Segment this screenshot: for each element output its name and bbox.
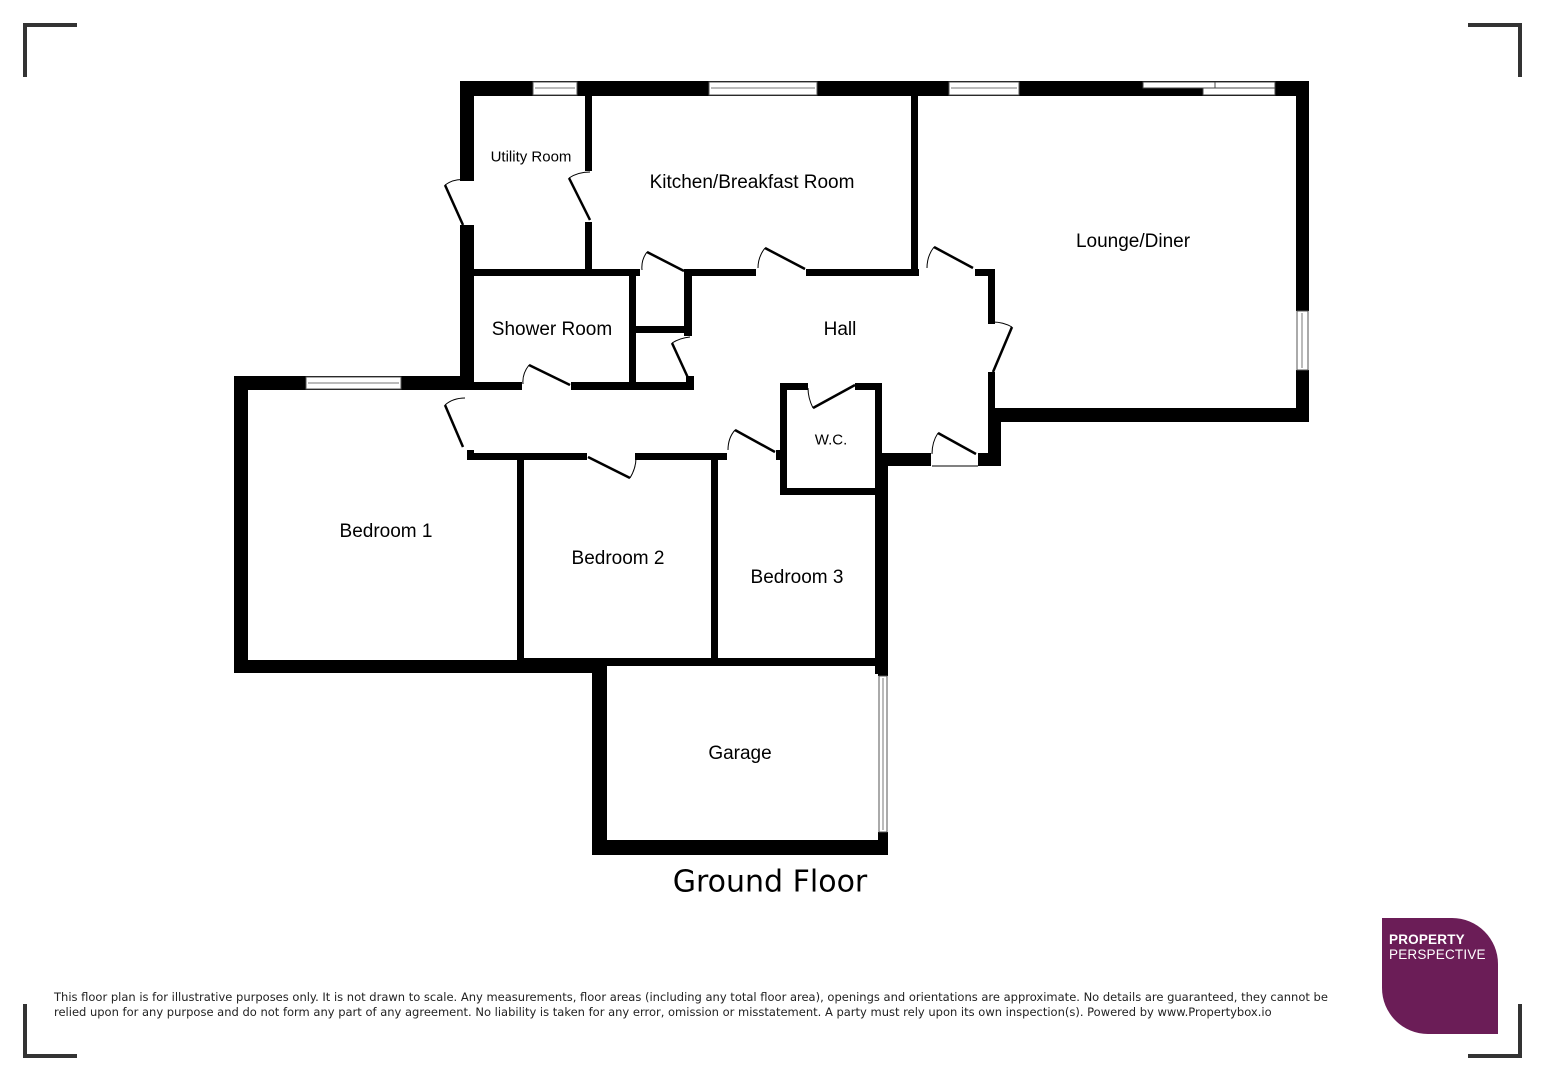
room-label-garage: Garage [708,743,772,764]
floor-title: Ground Floor [672,864,868,900]
room-label-lounge-diner: Lounge/Diner [1075,231,1191,252]
frame-corner-bottom-right [1468,1004,1522,1058]
room-label-kitchen-breakfast-room: Kitchen/Breakfast Room [649,172,855,193]
disclaimer-text: This floor plan is for illustrative purp… [54,990,1328,1019]
room-label-utility-room: Utility Room [490,148,572,166]
logo-line-2: PERSPECTIVE [1389,947,1486,962]
room-label-bedroom-2: Bedroom 2 [571,548,665,569]
room-label-shower-room: Shower Room [491,319,613,340]
room-label-bedroom-1: Bedroom 1 [339,521,433,542]
frame-corner-bottom-left [23,1004,77,1058]
frame-corner-top-left [23,23,77,77]
logo-line-1: PROPERTY [1389,932,1465,947]
frame-corner-top-right [1468,23,1522,77]
property-perspective-logo: PROPERTY PERSPECTIVE [1382,918,1498,1034]
room-label-wc: W.C. [814,431,848,449]
room-label-bedroom-3: Bedroom 3 [750,567,844,588]
room-label-hall: Hall [823,319,857,340]
